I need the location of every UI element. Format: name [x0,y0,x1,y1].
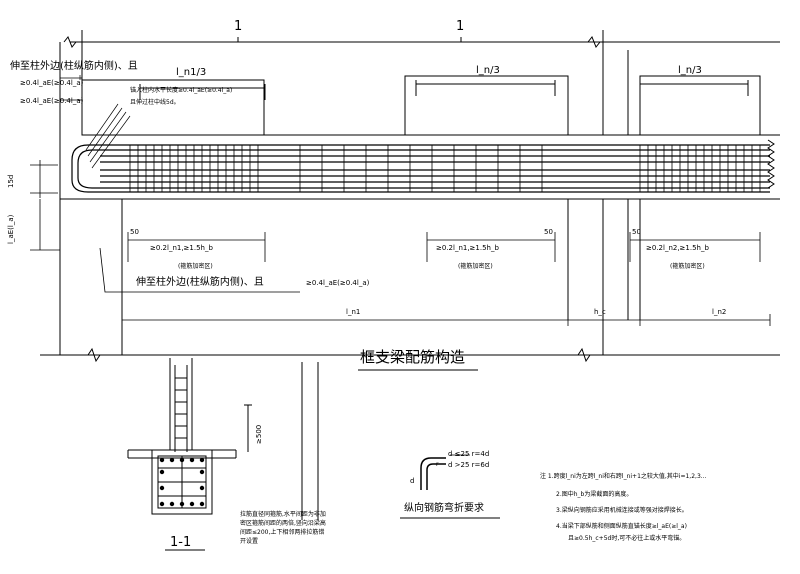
stirrup-offset-mid: 50 [544,228,553,236]
top-left-note: 伸至柱外边(柱纵筋内侧)、且 [10,61,138,72]
longitudinal-bars [71,144,770,193]
zone-label-right: l_n/3 [678,65,702,76]
note-4: 4.当梁下部纵筋和侧面纵筋直锚长度≥l_aE(≥l_a) [556,523,687,530]
bend-label-r: r [436,461,439,468]
bend-rule-1: d ≤25 r=4d [448,450,490,458]
section-note-1: 拉筋直径同箍筋,水平间距为非加 [240,511,326,518]
bottom-anchor-value: ≥0.4l_aE(≥0.4l_a) [306,279,370,287]
rebar-dot [199,501,205,507]
stirrup-zone-dim-2: ≥0.2l_n1,≥1.5h_b [436,244,499,252]
rebar-dot [189,501,195,507]
rebar-dot [159,457,165,463]
section-note-2: 密区箍筋间距的两倍,竖向沿梁高 [240,520,326,527]
bend-rule-2: d >25 r=6d [448,461,490,469]
stirrup-offset-left: 50 [130,228,139,236]
bottom-baseline [40,347,780,371]
main-title: 框支梁配筋构造 [360,348,466,366]
dim-lae: l_aE(l_a) [7,214,15,244]
beam-body [60,134,780,355]
rebar-dot [189,457,195,463]
rebar-dot [159,469,165,475]
bend-note-2: 且伸过柱中线5d。 [130,99,180,106]
bend-note-1: 锚入柱内水平长度≥0.4l_aE(≥0.4l_a) [130,87,233,94]
stirrup-zone-dim-1: ≥0.2l_n1,≥1.5h_b [150,244,213,252]
rebar-dot [159,501,165,507]
stirrup-offset-right: 50 [632,228,641,236]
rebar-dot [199,469,205,475]
note-leaders [60,75,131,169]
stirrups [129,145,761,192]
span-hc: h_c [594,308,606,316]
span-ln2: l_n2 [712,308,727,316]
rebar-dot [159,485,165,491]
section-marker-lines [63,30,780,50]
stirrup-zone-label-2: (箍筋加密区) [458,263,493,270]
bend-title: 纵向钢筋弯折要求 [404,503,484,514]
bend-diagram [400,454,500,519]
top-left-anchor-2: ≥0.4l_aE(≥0.4l_a) [20,97,84,105]
zone-label-mid: l_n/3 [476,65,500,76]
stirrup-zone-dim-3: ≥0.2l_n2,≥1.5h_b [646,244,709,252]
rebar-dot [199,485,205,491]
rebar-dot [169,457,175,463]
stirrup-zone-label-3: (箍筋加密区) [670,263,705,270]
note-1: 注 1.跨度l_ni为左跨l_ni和右跨l_ni+1之较大值,其中i=1,2,3… [540,473,707,480]
note-3: 3.梁纵向钢筋应采用机械连接或等强对接焊接长。 [556,507,688,514]
rebar-dot [179,457,185,463]
section-note-4: 开设置 [240,538,259,545]
zone-dimensions [139,80,749,100]
bottom-anchor-note: 伸至柱外边(柱纵筋内侧)、且 [136,277,264,288]
section-note-3: 间距≤200,上下相邻两排拉筋错 [240,529,325,536]
section-dim-500: ≥500 [255,424,263,444]
section-mark-left: 1 [234,19,243,34]
dim-15d: 15d [7,174,15,188]
section-1-1 [127,358,252,551]
top-left-anchor-1: ≥0.4l_aE(≥0.4l_a) [20,79,84,87]
span-dimensions [122,314,771,326]
zone-label-left: l_n1/3 [176,67,207,78]
rebar-dot [199,457,205,463]
rebar-dot [169,501,175,507]
note-5: 且≥0.5h_c+5d时,可不必往上或水平弯锚。 [568,535,686,542]
stirrup-zone-label-1: (箍筋加密区) [178,263,213,270]
rebar-dot [179,501,185,507]
section-rebar-dots [159,457,205,507]
bend-label-d: d [410,477,415,485]
span-ln1: l_n1 [346,308,361,316]
column-sketch [301,362,319,520]
note-2: 2.图中h_b为梁截面的高度。 [556,491,633,498]
section-title: 1-1 [170,535,192,550]
left-dimensions [30,160,60,251]
section-mark-right: 1 [456,19,465,34]
stirrup-zone-dimensions [99,232,761,293]
